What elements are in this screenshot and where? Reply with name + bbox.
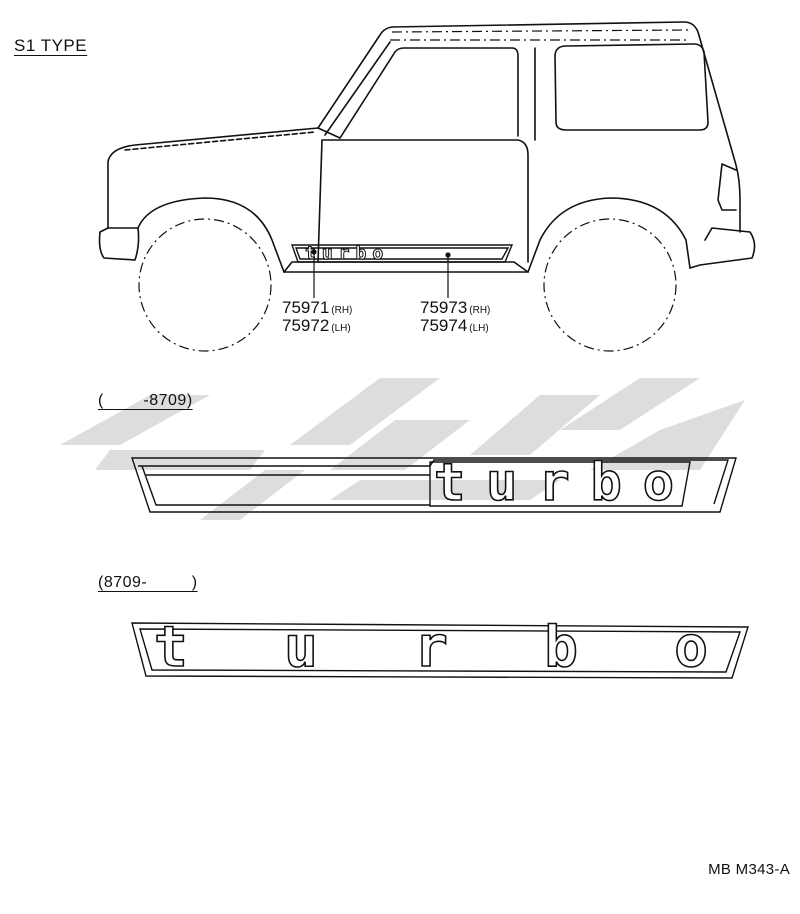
door-emblem: turbo [291, 243, 514, 265]
side-label: (RH) [469, 305, 491, 316]
vehicle-outline [98, 21, 756, 273]
figure-code: MB M343-A [708, 861, 790, 878]
emblem-variant-2: turbo [131, 614, 749, 681]
callout-75971: 75971(RH) [282, 298, 352, 318]
rear-wheel [543, 218, 677, 352]
leader-lines [311, 249, 451, 298]
callout-75974: 75974(LH) [420, 316, 489, 336]
part-number: 75973 [420, 298, 468, 317]
side-label: (LH) [331, 323, 351, 334]
watermark-logo [60, 378, 745, 520]
diagram-title: S1 TYPE [14, 36, 88, 55]
callout-75973: 75973(RH) [420, 298, 490, 318]
part-number: 75972 [282, 316, 330, 335]
part-number: 75974 [420, 316, 468, 335]
part-number: 75971 [282, 298, 330, 317]
front-wheel [138, 218, 272, 352]
hidden-lines [138, 29, 691, 352]
callout-75972: 75972(LH) [282, 316, 351, 336]
period-label-early: ( -8709) [98, 392, 193, 409]
svg-text:turbo: turbo [305, 243, 389, 264]
period-label-late: (8709- ) [98, 574, 198, 591]
side-label: (LH) [469, 323, 489, 334]
side-label: (RH) [331, 305, 353, 316]
